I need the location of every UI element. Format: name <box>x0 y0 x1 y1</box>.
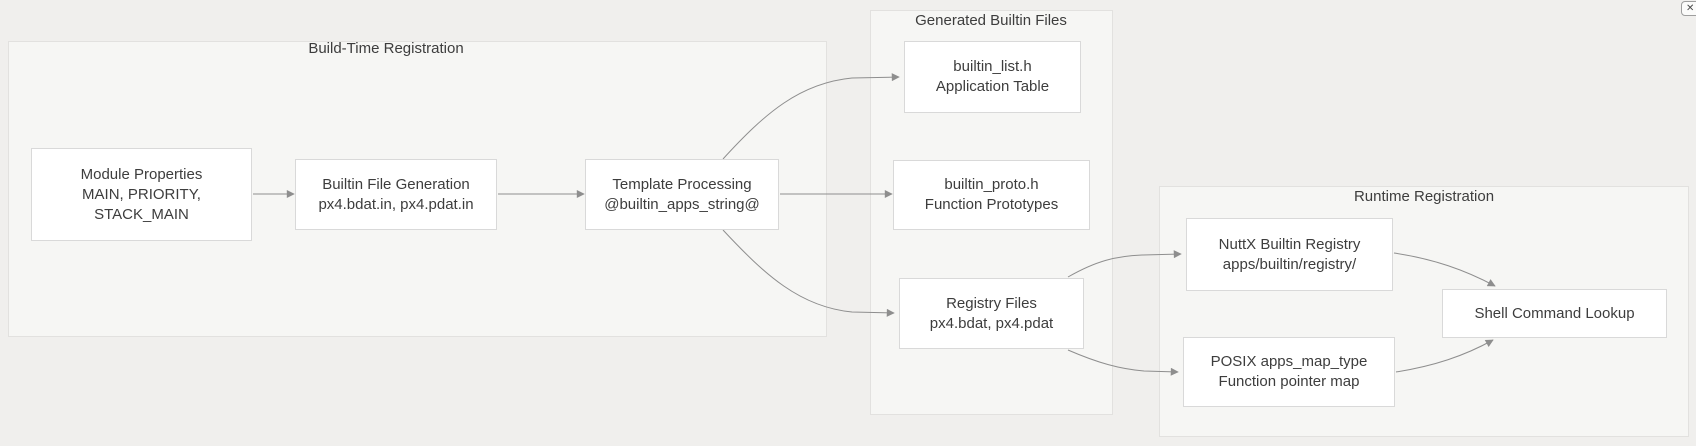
node-line: px4.bdat.in, px4.pdat.in <box>318 195 474 213</box>
node-registry-files: Registry Files px4.bdat, px4.pdat <box>899 278 1084 349</box>
close-button[interactable]: ✕ <box>1681 1 1696 16</box>
node-line: MAIN, PRIORITY, <box>82 185 201 203</box>
node-line: Module Properties <box>80 165 203 183</box>
node-line: POSIX apps_map_type <box>1210 353 1368 370</box>
node-template-processing: Template Processing @builtin_apps_string… <box>585 159 779 230</box>
node-module-properties: Module Properties MAIN, PRIORITY, STACK_… <box>31 148 252 241</box>
node-nuttx-builtin-registry: NuttX Builtin Registry apps/builtin/regi… <box>1186 218 1393 291</box>
group-title-generated-builtin-files: Generated Builtin Files <box>915 12 1067 29</box>
node-line: px4.bdat, px4.pdat <box>929 314 1054 332</box>
node-line: @builtin_apps_string@ <box>604 195 760 213</box>
node-line: Builtin File Generation <box>322 175 470 193</box>
node-shell-command-lookup: Shell Command Lookup <box>1442 289 1667 338</box>
node-line: NuttX Builtin Registry <box>1218 235 1361 253</box>
group-title-build-time-registration: Build-Time Registration <box>308 40 464 57</box>
close-icon: ✕ <box>1686 3 1695 14</box>
node-line: builtin_proto.h <box>944 176 1039 193</box>
node-line: apps/builtin/registry/ <box>1222 255 1357 273</box>
node-line: Registry Files <box>946 294 1037 312</box>
node-builtin-list-h: builtin_list.h Application Table <box>904 41 1081 113</box>
node-builtin-proto-h: builtin_proto.h Function Prototypes <box>893 160 1090 230</box>
node-posix-apps-map-type: POSIX apps_map_type Function pointer map <box>1183 337 1395 407</box>
node-line: STACK_MAIN <box>94 205 189 223</box>
node-line: Function pointer map <box>1218 373 1360 390</box>
node-line: Shell Command Lookup <box>1474 304 1635 322</box>
node-line: builtin_list.h <box>953 58 1032 75</box>
node-line: Function Prototypes <box>924 196 1059 213</box>
node-line: Template Processing <box>612 175 752 193</box>
node-builtin-file-generation: Builtin File Generation px4.bdat.in, px4… <box>295 159 497 230</box>
group-title-runtime-registration: Runtime Registration <box>1353 188 1495 205</box>
node-line: Application Table <box>935 78 1050 95</box>
